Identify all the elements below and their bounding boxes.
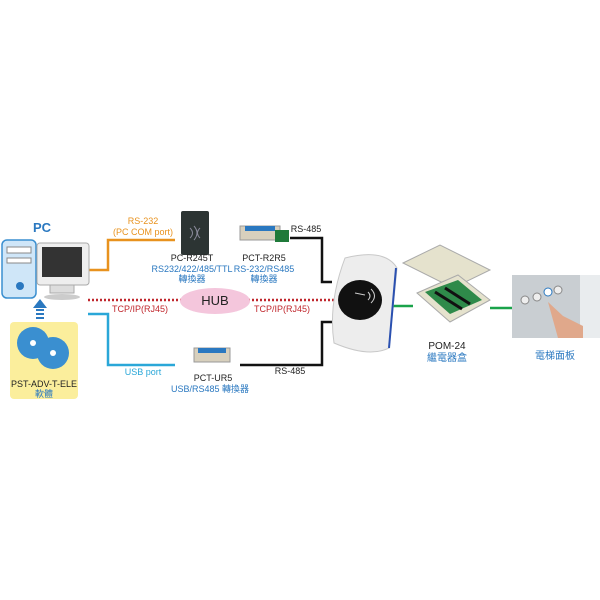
rs485-bottom-label: RS-485 [274, 366, 306, 376]
usb-line [88, 312, 175, 367]
pct-r2r5-device-icon [239, 225, 289, 242]
hub-label: HUB [201, 293, 229, 308]
hub-shape [180, 288, 250, 314]
r245t-desc: RS232/422/485/TTL [151, 264, 233, 274]
pc-tower-icon [1, 239, 37, 299]
pc-label: PC [32, 220, 52, 235]
elevator-panel-photo [512, 275, 600, 338]
rs232-line [88, 238, 175, 272]
r2r5-sub: 轉換器 [250, 274, 278, 284]
r2r5-desc: RS-232/RS485 [233, 264, 295, 274]
up-arrow-icon [33, 299, 47, 319]
usb-label: USB port [124, 367, 162, 377]
elevator-controller-icon [331, 254, 398, 353]
pct-ur5-device-icon [193, 347, 231, 363]
elevator-label: 電梯面板 [535, 351, 575, 362]
monitor-icon [36, 242, 90, 300]
software-name: PST-ADV-T-ELE [10, 379, 78, 389]
cd-icon [17, 327, 69, 369]
tcp-right-label: TCP/IP(RJ45) [253, 304, 311, 314]
pom24-relay-box-icon [401, 244, 492, 323]
rs232-label: RS-232 [127, 216, 159, 226]
pc-r245t-device-icon [181, 211, 209, 255]
r2r5-name: PCT-R2R5 [242, 253, 286, 263]
pom24-sub: 繼電器盒 [427, 353, 467, 364]
software-sub: 軟體 [34, 389, 54, 399]
ur5-desc: USB/RS485 轉換器 [170, 384, 250, 394]
r245t-sub: 轉換器 [178, 274, 206, 284]
rs485-top-label: RS-485 [290, 224, 322, 234]
rs485-bottom-line [240, 320, 332, 367]
ur5-name: PCT-UR5 [193, 373, 233, 383]
rs232-sub-label: (PC COM port) [112, 227, 174, 237]
tcp-left-label: TCP/IP(RJ45) [111, 304, 169, 314]
r245t-name: PC-R245T [170, 253, 214, 263]
pom24-name: POM-24 [428, 341, 466, 352]
rs485-top-line [290, 236, 332, 284]
